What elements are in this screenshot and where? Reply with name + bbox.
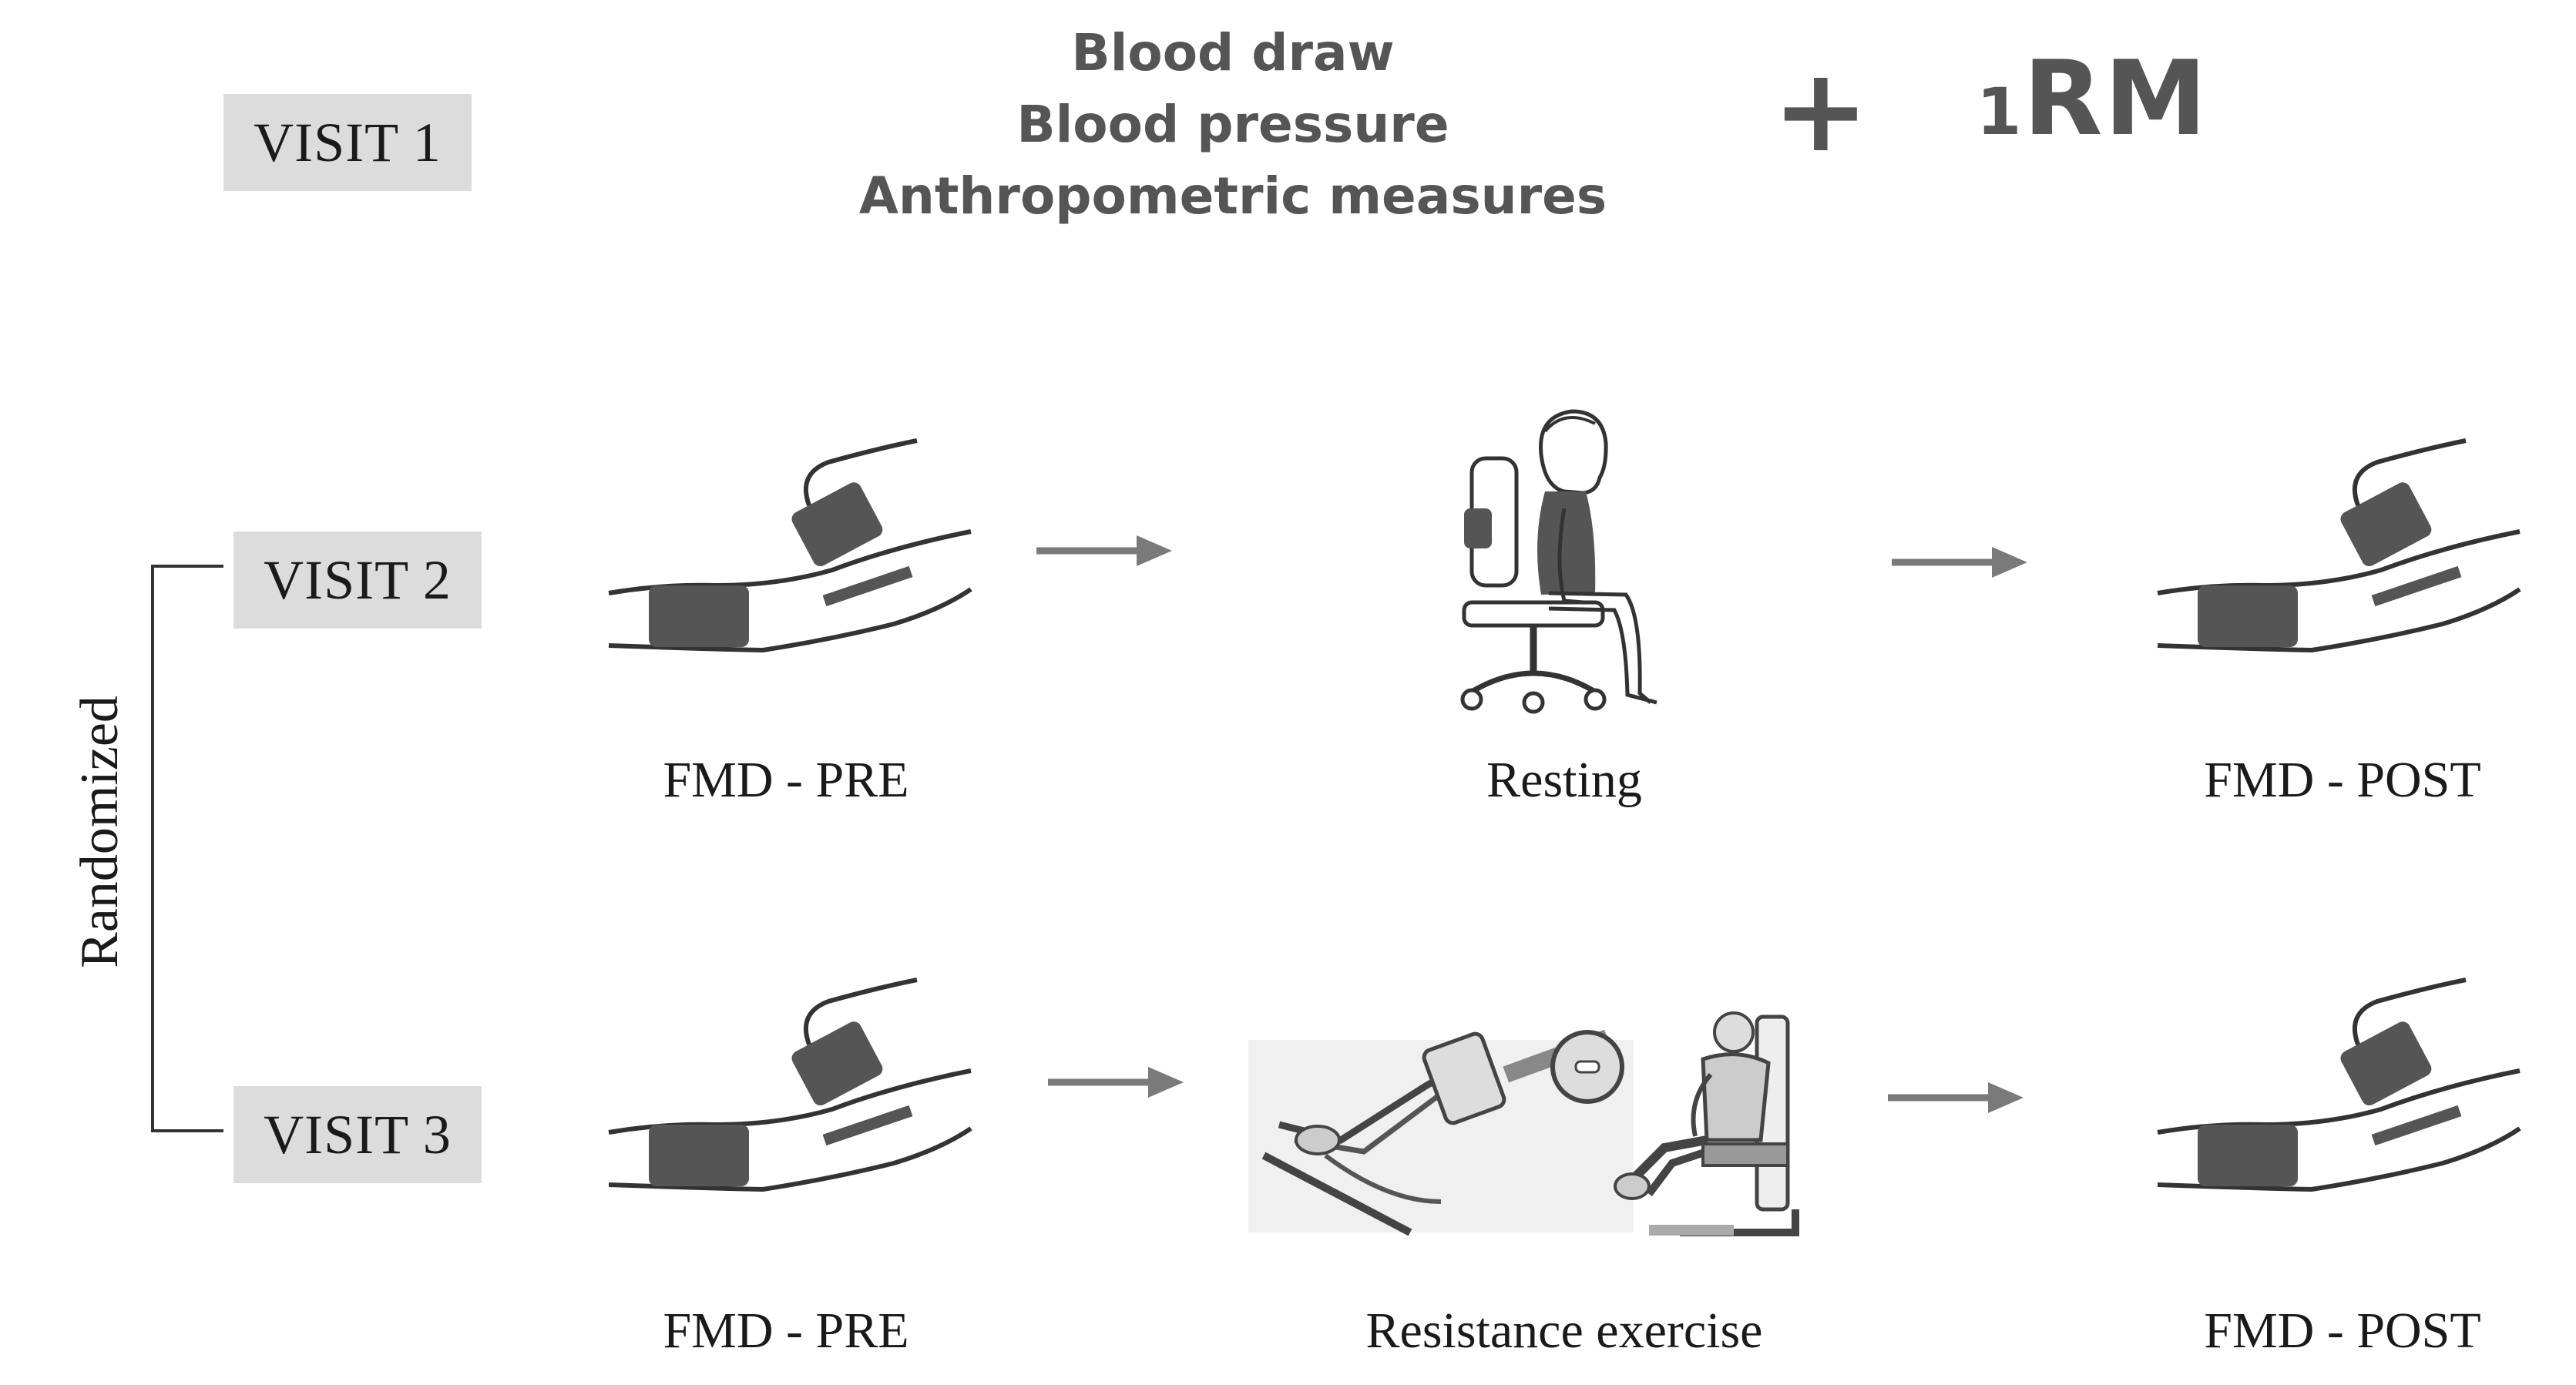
fmd-arm-icon [2157,438,2521,653]
measure-anthropometric: Anthropometric measures [858,166,1607,226]
visit2-label: VISIT 2 [233,532,482,629]
one-rm-label: 1RM [1977,37,2208,173]
arrow-icon [1048,1067,1184,1098]
arrow-icon [1036,535,1172,566]
visit3-label: VISIT 3 [233,1086,482,1183]
one-rm-suffix: RM [2023,39,2208,159]
arrow-icon [1888,1082,2024,1113]
visit2-step2-caption: Resting [1486,752,1642,808]
leg-extension-icon [1614,1011,1799,1236]
fmd-arm-icon [608,978,972,1192]
visit1-label: VISIT 1 [223,94,472,191]
measure-blood-draw: Blood draw [1071,23,1395,82]
measure-blood-pressure: Blood pressure [1016,95,1449,154]
leg-press-icon [1248,1029,1634,1236]
visit1-measures: Blood draw Blood pressure Anthropometric… [771,17,1695,232]
arrow-icon [1892,547,2027,578]
visit3-step2-caption: Resistance exercise [1365,1303,1763,1359]
visit2-step3-caption: FMD - POST [2204,752,2481,808]
visit3-step1-caption: FMD - PRE [663,1303,909,1359]
fmd-arm-icon [2157,978,2521,1192]
seated-person-icon [1460,409,1657,714]
fmd-arm-icon [608,438,972,653]
one-rm-prefix: 1 [1977,74,2024,149]
visit3-step3-caption: FMD - POST [2204,1303,2481,1359]
randomized-label: Randomized [70,696,129,968]
visit2-step1-caption: FMD - PRE [663,752,909,808]
plus-sign: + [1772,44,1869,178]
